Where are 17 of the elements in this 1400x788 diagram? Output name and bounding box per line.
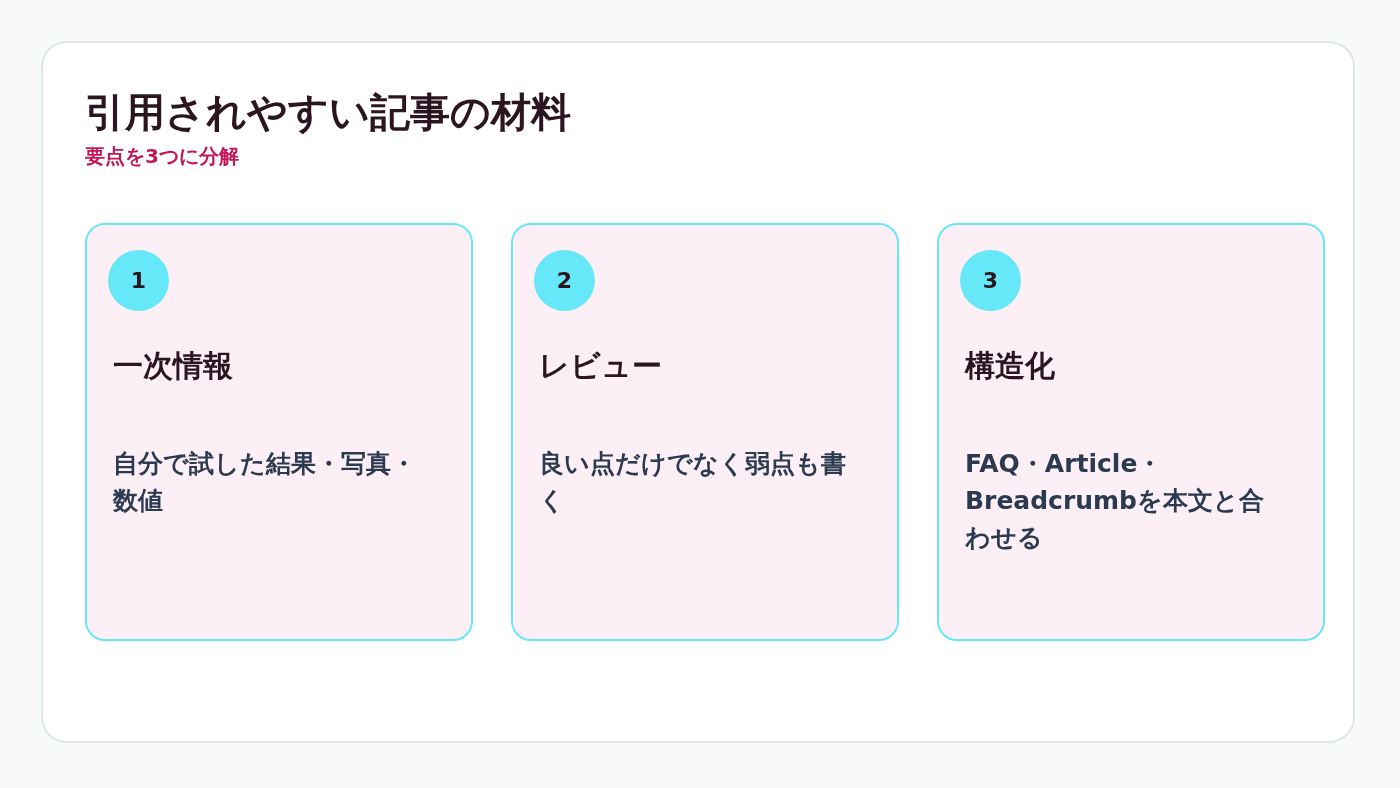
card-description: 自分で試した結果・写真・数値 — [113, 448, 417, 517]
card — [85, 223, 473, 641]
subtitle: 要点を3つに分解 — [85, 143, 239, 169]
card — [937, 223, 1325, 641]
step-number: 1 — [130, 267, 147, 294]
title: 引用されやすい記事の材料 — [85, 88, 571, 137]
card-heading: 構造化 — [965, 347, 1055, 385]
card-description: 良い点だけでなく弱点も書く — [539, 448, 847, 517]
step-number: 2 — [556, 267, 573, 294]
number-circle — [960, 250, 1021, 311]
card-heading: レビュー — [539, 347, 662, 385]
card — [511, 223, 899, 641]
number-circle — [108, 250, 169, 311]
card-heading: 一次情報 — [113, 347, 233, 385]
card-description: FAQ・Article・Breadcrumbを本文と合わせる — [965, 448, 1265, 554]
step-number: 3 — [982, 267, 999, 294]
number-circle — [534, 250, 595, 311]
